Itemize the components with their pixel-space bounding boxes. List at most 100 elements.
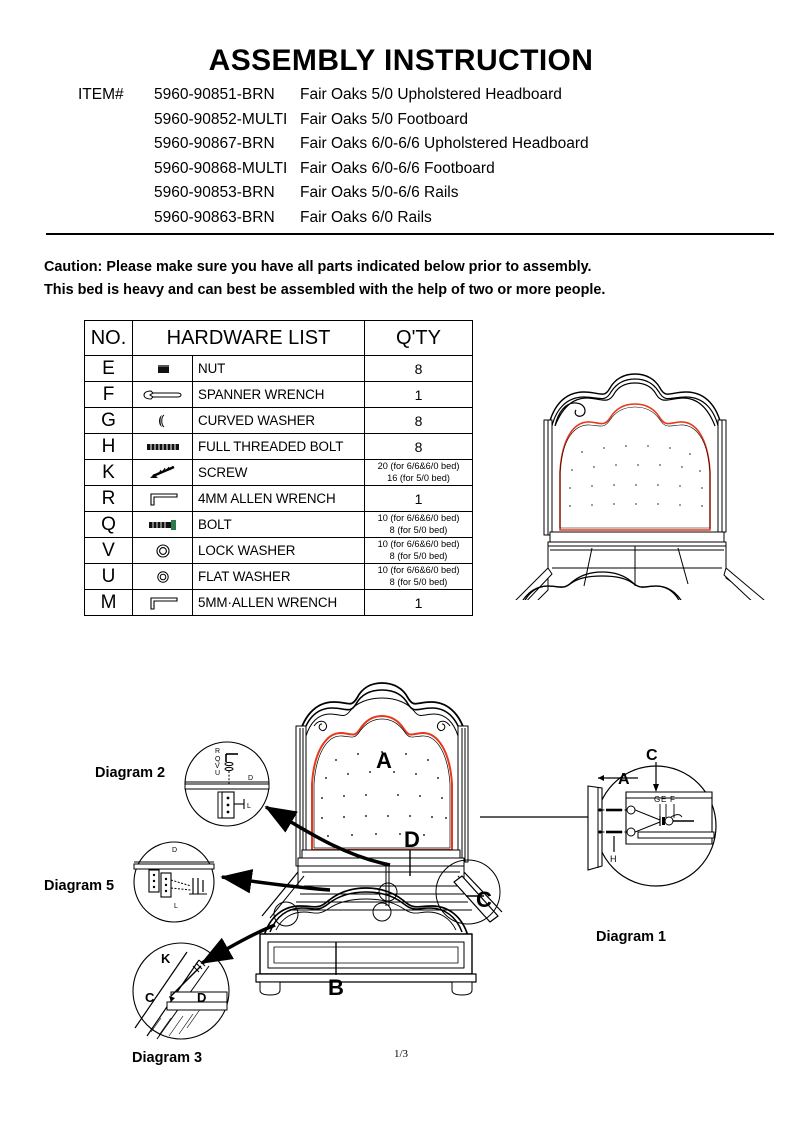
hardware-name: SCREW <box>191 459 366 486</box>
hardware-name: BOLT <box>191 511 366 538</box>
caution-notice: Caution: Please make sure you have all p… <box>44 256 774 302</box>
page-number: 1/3 <box>393 1048 409 1060</box>
diagram2-label-bolt: Q <box>215 756 221 763</box>
diagram-3-illustration: K C D <box>132 942 230 1040</box>
part-label-rail: C <box>476 887 492 912</box>
diagram-2-title: Diagram 2 <box>95 765 166 781</box>
item-description: Fair Oaks 5/0 Footboard <box>300 110 468 128</box>
item-description: Fair Oaks 5/0-6/6 Rails <box>300 184 459 202</box>
diagram3-label-support: D <box>197 990 206 1005</box>
item-number-list: ITEM# 5960-90851-BRN Fair Oaks 5/0 Uphol… <box>78 86 778 234</box>
hardware-quantity-line: 8 (for 5/0 bed) <box>389 576 448 587</box>
diagram2-label-flat-washer: U <box>215 770 220 777</box>
item-row: 5960-90863-BRN Fair Oaks 6/0 Rails <box>78 209 778 234</box>
hardware-quantity-line: 20 (for 6/6&6/0 bed) <box>377 461 460 471</box>
hardware-code: H <box>84 433 133 460</box>
column-header-no: NO. <box>84 320 133 356</box>
assembled-bed-illustration <box>515 373 765 600</box>
item-description: Fair Oaks 6/0 Rails <box>300 208 432 226</box>
diagram1-label-wrench: F <box>670 795 675 804</box>
hardware-quantity-line: 8 (for 5/0 bed) <box>389 524 448 535</box>
hardware-code: R <box>84 485 133 512</box>
hardware-name: 5MM·ALLEN WRENCH <box>191 589 366 616</box>
allen-wrench-icon <box>132 589 193 616</box>
callout-connector-lines <box>200 805 602 965</box>
item-row: 5960-90868-MULTI Fair Oaks 6/0-6/6 Footb… <box>78 160 778 185</box>
item-description: Fair Oaks 6/0-6/6 Upholstered Headboard <box>300 135 589 153</box>
diagram1-label-rail: C <box>646 748 658 764</box>
hardware-name: FLAT WASHER <box>191 563 366 590</box>
flat-washer-icon <box>132 563 193 590</box>
hardware-name: SPANNER WRENCH <box>191 381 366 408</box>
item-sku: 5960-90851-BRN <box>154 86 275 103</box>
screw-icon <box>132 459 193 486</box>
item-sku: 5960-90863-BRN <box>154 208 275 226</box>
hardware-code: G <box>84 407 133 434</box>
table-header-row: NO. HARDWARE LIST Q'TY <box>84 320 474 356</box>
hardware-quantity: 1 <box>364 381 474 408</box>
column-header-hardware-list: HARDWARE LIST <box>131 320 366 356</box>
diagram1-label-headboard: A <box>618 771 630 788</box>
threaded-bolt-icon <box>132 433 193 460</box>
lock-washer-icon <box>132 537 193 564</box>
main-assembly-diagram <box>255 682 503 996</box>
spanner-wrench-icon <box>132 381 193 408</box>
hardware-quantity: 20 (for 6/6&6/0 bed)16 (for 5/0 bed) <box>364 459 474 486</box>
hardware-quantity-line: 8 (for 5/0 bed) <box>389 550 448 561</box>
bolt-icon <box>132 511 193 538</box>
hardware-name: FULL THREADED BOLT <box>191 433 366 460</box>
item-row: 5960-90867-BRN Fair Oaks 6/0-6/6 Upholst… <box>78 135 778 160</box>
diagram-1-illustration: C A G E F H <box>587 748 717 887</box>
diagram5-label-leg: L <box>174 903 178 910</box>
hardware-quantity: 8 <box>364 355 474 382</box>
hardware-quantity: 10 (for 6/6&6/0 bed)8 (for 5/0 bed) <box>364 563 474 590</box>
column-header-qty: Q'TY <box>364 320 474 356</box>
diagram2-label-wrench: R <box>215 748 220 755</box>
diagram-5-title: Diagram 5 <box>44 878 115 894</box>
item-row: ITEM# 5960-90851-BRN Fair Oaks 5/0 Uphol… <box>78 86 778 111</box>
part-label-center-support: D <box>404 827 420 852</box>
hardware-name: 4MM ALLEN WRENCH <box>191 485 366 512</box>
hardware-quantity: 10 (for 6/6&6/0 bed)8 (for 5/0 bed) <box>364 511 474 538</box>
hardware-code: Q <box>84 511 133 538</box>
diagram3-label-rail: C <box>145 990 155 1005</box>
diagram3-label-screw: K <box>161 951 171 966</box>
allen-wrench-icon <box>132 485 193 512</box>
hardware-code: M <box>84 589 133 616</box>
diagram-2-illustration: R Q V U D L <box>184 741 270 827</box>
item-number-label: ITEM# <box>78 86 124 103</box>
hardware-code: U <box>84 563 133 590</box>
item-sku: 5960-90867-BRN <box>154 135 275 153</box>
hardware-quantity-line: 16 (for 5/0 bed) <box>387 472 450 483</box>
item-sku: 5960-90868-MULTI <box>154 159 288 177</box>
diagram-5-illustration: D L <box>133 841 215 923</box>
diagram-1-title: Diagram 1 <box>596 929 667 945</box>
diagram2-label-leg: L <box>247 803 251 810</box>
diagram-3-title: Diagram 3 <box>132 1050 203 1066</box>
item-description: Fair Oaks 5/0 Upholstered Headboard <box>300 86 562 103</box>
header-divider <box>46 233 774 235</box>
hardware-quantity: 8 <box>364 433 474 460</box>
hardware-quantity: 10 (for 6/6&6/0 bed)8 (for 5/0 bed) <box>364 537 474 564</box>
hardware-name: CURVED WASHER <box>191 407 366 434</box>
caution-line-2: This bed is heavy and can best be assemb… <box>44 282 606 298</box>
hardware-quantity: 1 <box>364 485 474 512</box>
curved-washer-icon <box>132 407 193 434</box>
diagram2-label-support: D <box>248 775 253 782</box>
hardware-code: F <box>84 381 133 408</box>
hardware-quantity: 1 <box>364 589 474 616</box>
item-sku: 5960-90852-MULTI <box>154 110 288 128</box>
diagram1-label-curved-washer: G <box>654 795 660 804</box>
hardware-name: NUT <box>191 355 366 382</box>
part-label-headboard: A <box>376 748 392 773</box>
diagram5-label-support: D <box>172 847 177 854</box>
